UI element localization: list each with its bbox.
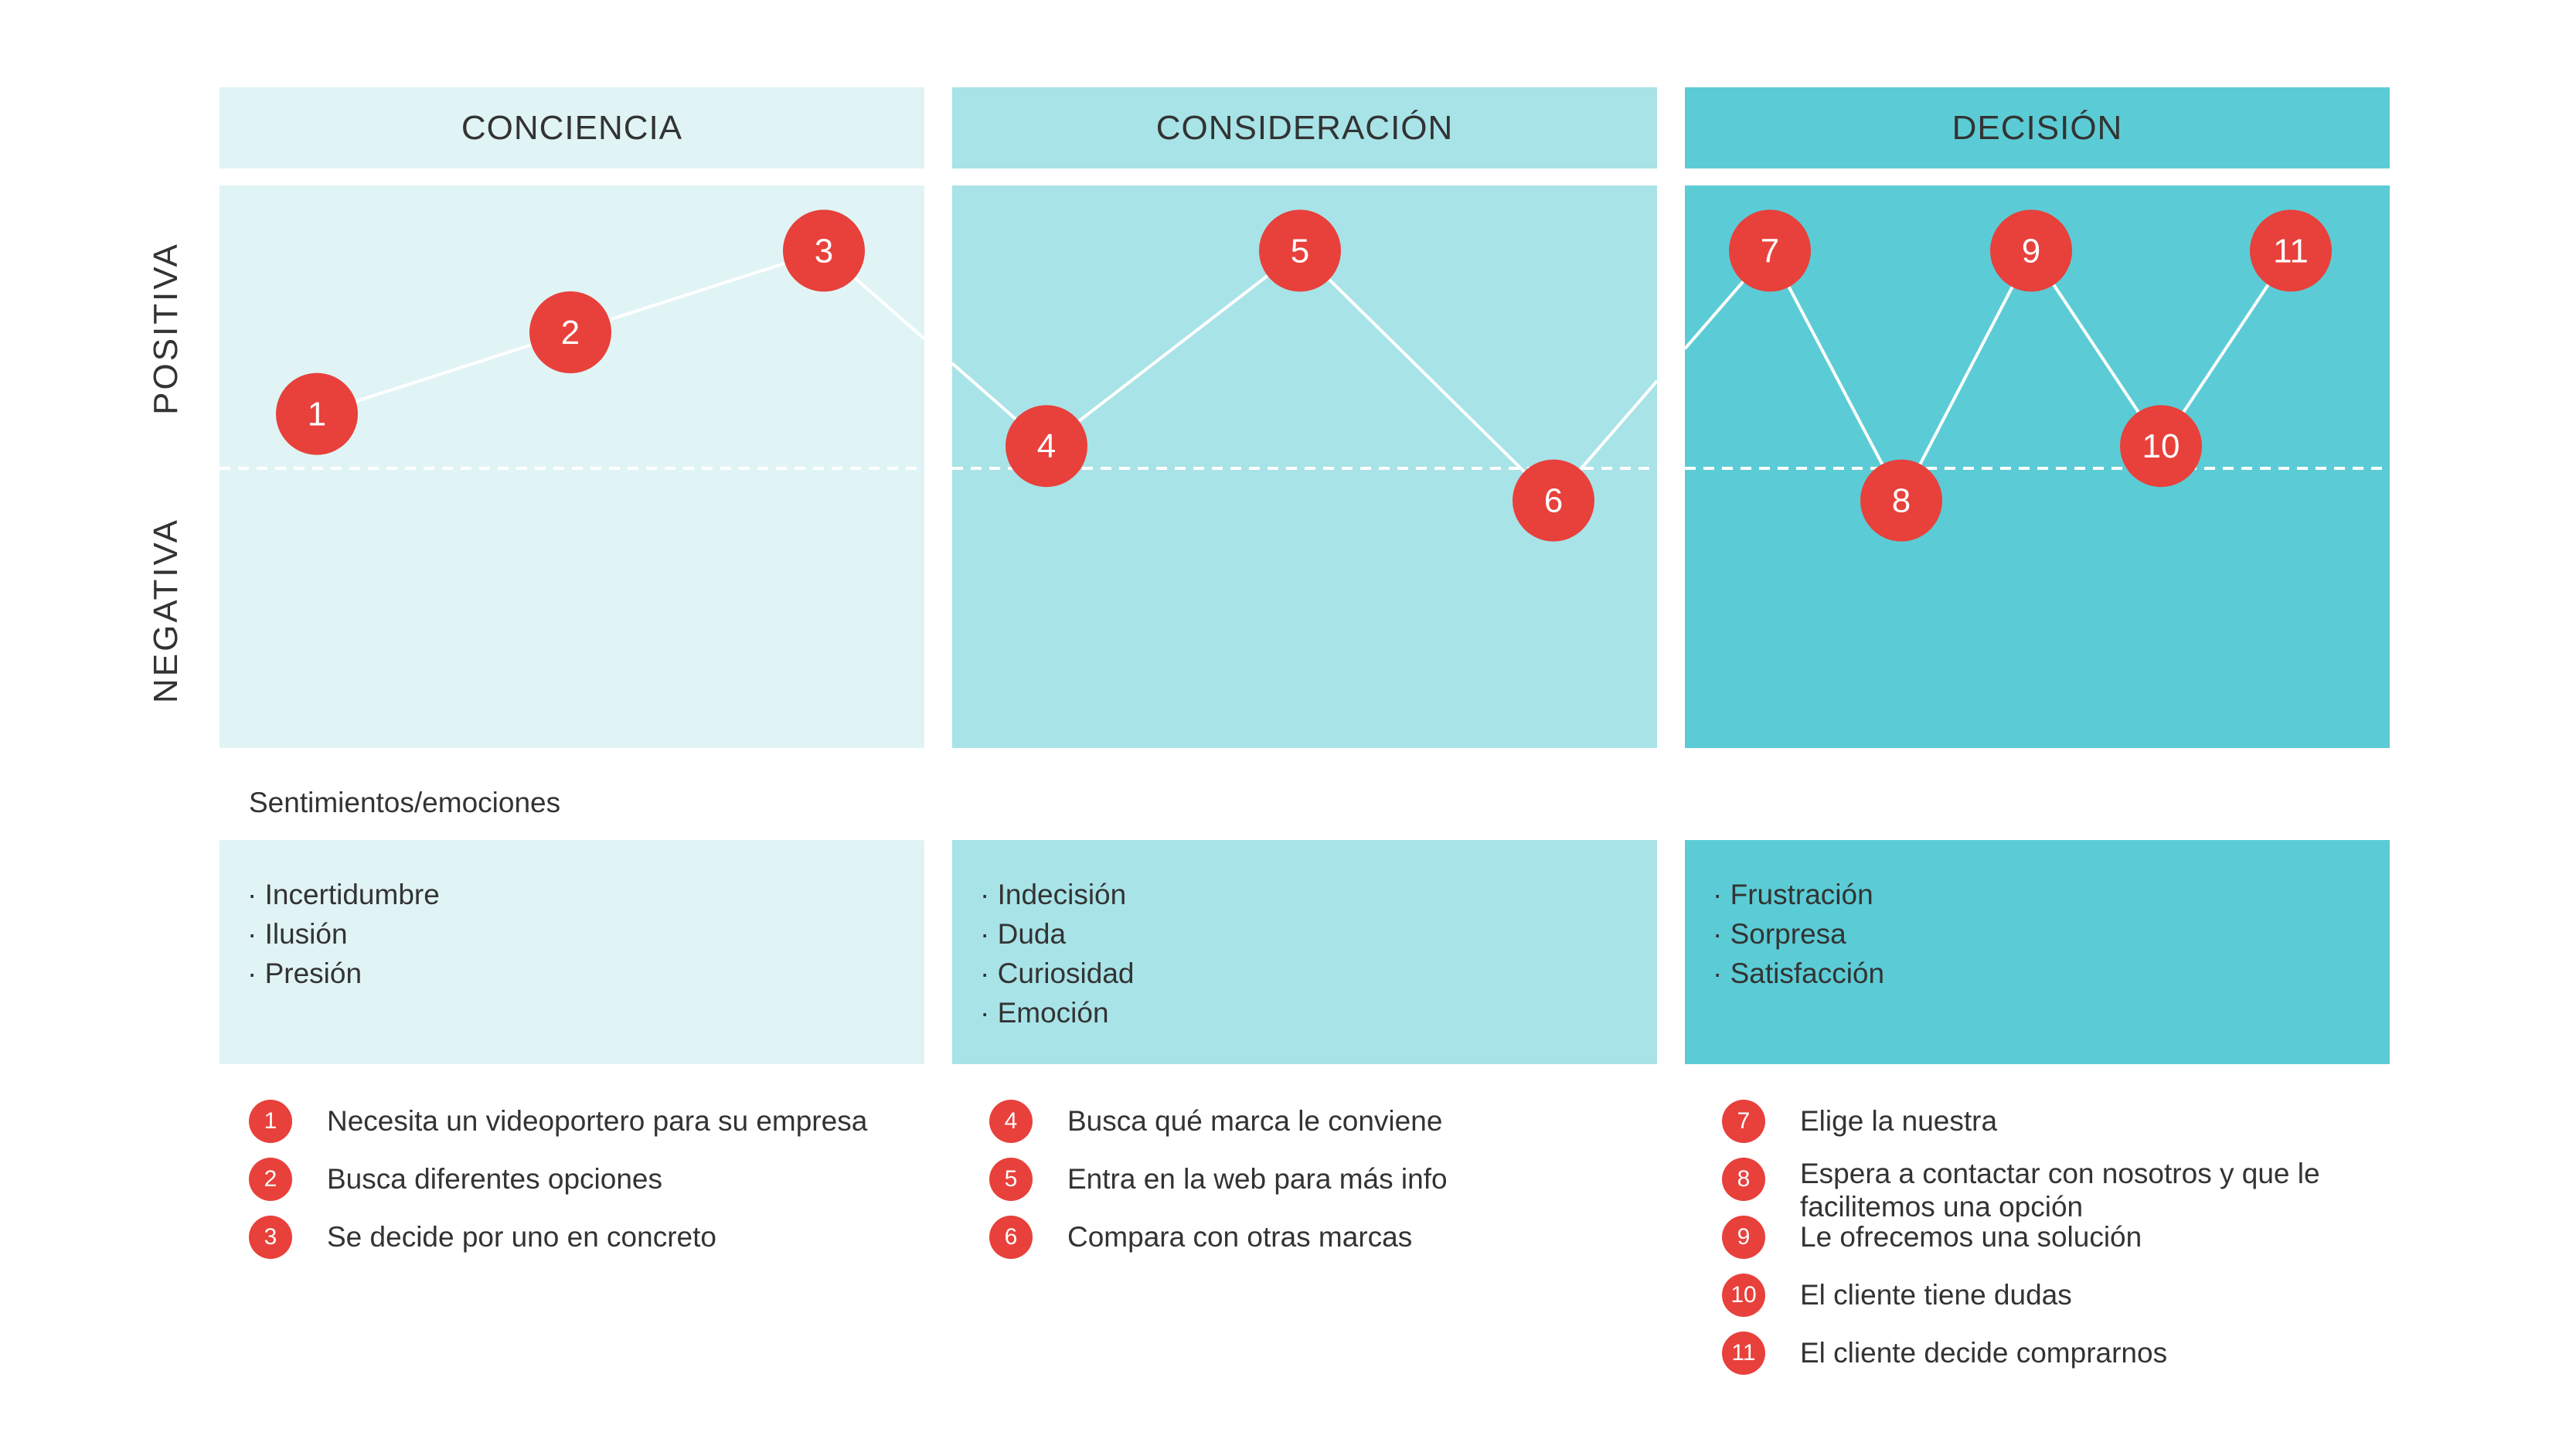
stage-title: CONCIENCIA [461, 108, 683, 147]
step-number-badge: 11 [1722, 1332, 1765, 1375]
journey-point-7: 7 [1729, 209, 1811, 292]
step-number-badge: 7 [1722, 1100, 1765, 1143]
journey-point-6: 6 [1513, 459, 1594, 542]
step-description: Necesita un videoportero para su empresa [327, 1105, 868, 1137]
journey-line-segment [1900, 250, 2033, 502]
stage-title: CONSIDERACIÓN [1155, 108, 1454, 147]
emotion-item: · Frustración [1713, 879, 1873, 910]
journey-point-label: 8 [1892, 482, 1911, 520]
stage-header-decision: DECISIÓN [1685, 87, 2390, 168]
journey-point-2: 2 [529, 291, 611, 373]
journey-point-5: 5 [1259, 209, 1341, 292]
journey-line-segment [1045, 249, 1302, 447]
emotions-box-decision: · Frustración · Sorpresa · Satisfacción [1685, 840, 2390, 1064]
journey-point-label: 9 [2022, 232, 2040, 270]
step-description: Espera a contactar con nosotros y que le… [1800, 1158, 2320, 1223]
step-number-badge: 3 [249, 1216, 292, 1259]
step-description: Busca qué marca le conviene [1067, 1105, 1443, 1137]
journey-point-label: 7 [1761, 232, 1779, 270]
step-number-badge: 5 [989, 1158, 1033, 1201]
journey-point-4: 4 [1006, 405, 1087, 488]
stage-header-consideracion: CONSIDERACIÓN [952, 87, 1657, 168]
stage-title: DECISIÓN [1952, 108, 2123, 147]
emotion-item: · Duda [980, 918, 1067, 950]
step-number-badge: 1 [249, 1100, 292, 1143]
stage-header-conciencia: CONCIENCIA [219, 87, 924, 168]
journey-point-marker [529, 291, 611, 373]
emotions-list: · Indecisión · Duda · Curiosidad · Emoci… [980, 875, 1134, 1032]
emotion-item: · Curiosidad [980, 957, 1135, 989]
legend-item-7: 7 Elige la nuestra [1722, 1100, 2403, 1143]
emotion-item: · Emoción [980, 997, 1109, 1029]
legend-item-2: 2 Busca diferentes opciones [249, 1158, 930, 1201]
step-number-badge: 8 [1722, 1158, 1765, 1201]
journey-line-segment [570, 249, 825, 334]
step-description: Se decide por uno en concreto [327, 1221, 716, 1253]
emotions-box-conciencia: · Incertidumbre · Ilusión · Presión [219, 840, 924, 1064]
journey-point-1: 1 [276, 372, 358, 455]
journey-line-segment [1768, 250, 1903, 502]
journey-point-marker [1006, 405, 1087, 488]
emotion-item: · Presión [247, 957, 362, 989]
journey-point-label: 1 [308, 396, 326, 434]
journey-point-label: 6 [1544, 482, 1563, 520]
journey-point-label: 5 [1291, 232, 1309, 270]
step-description: Entra en la web para más info [1067, 1163, 1448, 1195]
step-number-badge: 4 [989, 1100, 1033, 1143]
legend-item-11: 11 El cliente decide comprarnos [1722, 1332, 2403, 1375]
emotions-list: · Frustración · Sorpresa · Satisfacción [1713, 875, 1884, 993]
journey-point-marker [1729, 209, 1811, 292]
emotions-box-consideracion: · Indecisión · Duda · Curiosidad · Emoci… [952, 840, 1657, 1064]
step-number-badge: 6 [989, 1216, 1033, 1259]
emotion-item: · Incertidumbre [247, 879, 440, 910]
emotions-list: · Incertidumbre · Ilusión · Presión [247, 875, 440, 993]
step-description: El cliente tiene dudas [1800, 1279, 2072, 1311]
step-number-badge: 10 [1722, 1274, 1765, 1317]
journey-point-marker [1259, 209, 1341, 292]
journey-point-marker [276, 372, 358, 455]
journey-point-label: 4 [1037, 427, 1056, 465]
legend-item-4: 4 Busca qué marca le conviene [989, 1100, 1670, 1143]
step-description: El cliente decide comprarnos [1800, 1337, 2168, 1369]
step-description: Le ofrecemos una solución [1800, 1221, 2142, 1253]
journey-line-segment [316, 331, 571, 416]
legend-item-10: 10 El cliente tiene dudas [1722, 1274, 2403, 1317]
journey-point-label: 2 [561, 314, 580, 352]
journey-point-label: 11 [2273, 232, 2309, 270]
journey-point-10: 10 [2120, 405, 2202, 488]
emotion-item: · Ilusión [247, 918, 348, 950]
emotion-item: · Satisfacción [1713, 957, 1885, 989]
journey-point-label: 10 [2142, 427, 2180, 465]
emotions-section-label: Sentimientos/emociones [249, 787, 561, 818]
legend-item-5: 5 Entra en la web para más info [989, 1158, 1670, 1201]
journey-point-marker [2250, 209, 2332, 292]
journey-point-marker [1513, 459, 1594, 542]
step-number-badge: 9 [1722, 1216, 1765, 1259]
journey-line-segment [1298, 249, 1555, 502]
journey-point-marker [1860, 459, 1942, 542]
step-description: Busca diferentes opciones [327, 1163, 662, 1195]
journey-point-8: 8 [1860, 459, 1942, 542]
step-description: Elige la nuestra [1800, 1105, 1998, 1137]
journey-point-marker [783, 209, 865, 292]
legend-item-3: 3 Se decide por uno en concreto [249, 1216, 930, 1259]
journey-point-label: 3 [815, 232, 833, 270]
journey-point-3: 3 [783, 209, 865, 292]
step-number-badge: 2 [249, 1158, 292, 1201]
journey-point-11: 11 [2250, 209, 2332, 292]
emotion-item: · Sorpresa [1713, 918, 1846, 950]
legend-item-1: 1 Necesita un videoportero para su empre… [249, 1100, 930, 1143]
journey-point-marker [2120, 405, 2202, 488]
legend-item-8: 8 Espera a contactar con nosotros y que … [1722, 1152, 2403, 1223]
step-description: Compara con otras marcas [1067, 1221, 1413, 1253]
emotion-item: · Indecisión [980, 879, 1127, 910]
legend-item-9: 9 Le ofrecemos una solución [1722, 1216, 2403, 1259]
journey-point-marker [1990, 209, 2072, 292]
legend-item-6: 6 Compara con otras marcas [989, 1216, 1670, 1259]
journey-point-9: 9 [1990, 209, 2072, 292]
